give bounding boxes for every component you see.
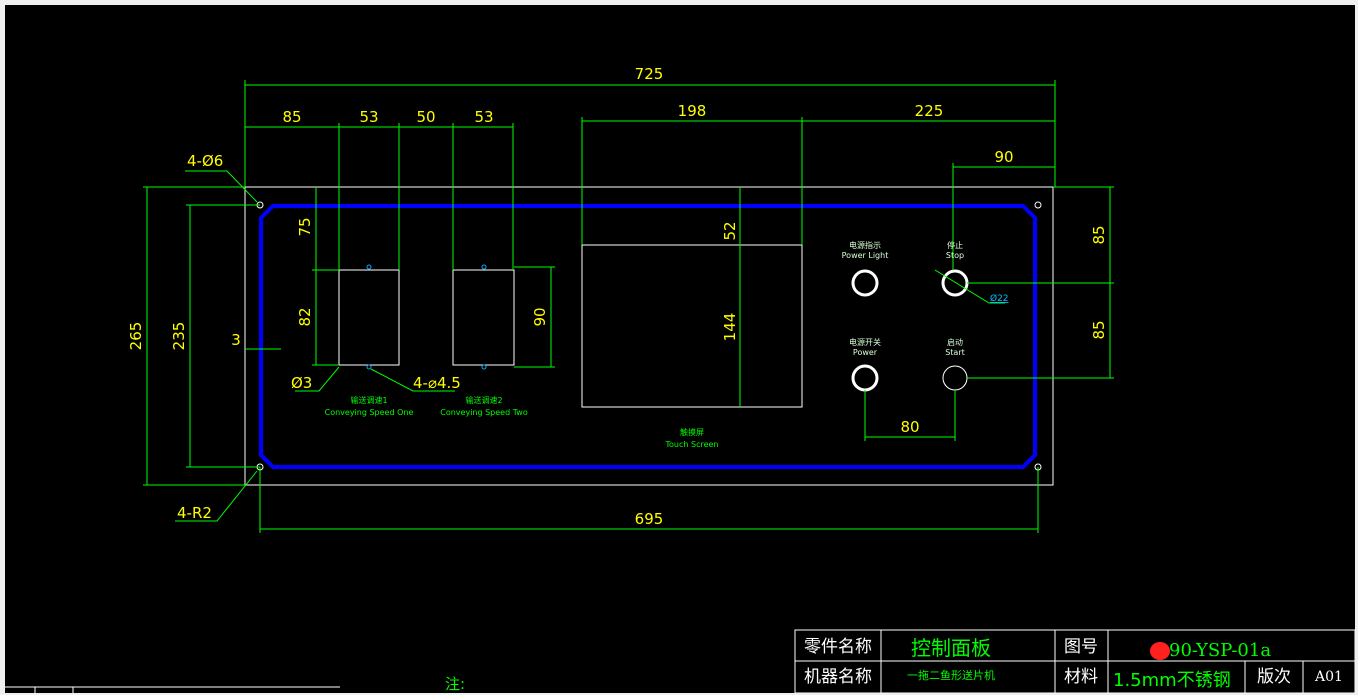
label-power-en: Power (853, 348, 878, 357)
callout-slot-r3: Ø3 (291, 374, 312, 392)
drawing-no-value: 90-YSP-01a (1169, 640, 1271, 661)
power-light-button (851, 269, 879, 297)
label-start-cn: 启动 (947, 337, 963, 347)
label-power-light-en: Power Light (842, 251, 889, 260)
slot-hole (366, 264, 372, 270)
dim-725: 725 (635, 65, 664, 83)
note-label: 注: (445, 675, 465, 693)
title-block (794, 629, 1355, 693)
dim-53-a: 53 (359, 108, 378, 126)
callout-holes-4-5: 4-⌀4.5 (413, 374, 461, 392)
label-stop-cn: 停止 (947, 240, 963, 250)
power-button (851, 364, 879, 392)
leader-slot (295, 366, 340, 392)
slot-hole (481, 264, 487, 270)
label-stop-en: Stop (946, 251, 964, 260)
slot-hole (366, 364, 372, 370)
dim-695: 695 (635, 510, 664, 528)
leader-holes-6 (185, 170, 258, 203)
speed-slot-one (338, 269, 400, 366)
callout-d22: Ø22 (990, 293, 1009, 304)
revision-label: 版次 (1257, 667, 1291, 687)
inner-border (259, 204, 1037, 469)
dim-198: 198 (678, 102, 707, 120)
panel-outline (244, 186, 1054, 486)
label-power-light-cn: 电源指示 (849, 240, 881, 250)
part-name-label: 零件名称 (804, 637, 872, 657)
dim-144: 144 (721, 313, 739, 342)
dim-235: 235 (170, 322, 188, 351)
material-label: 材料 (1064, 667, 1098, 687)
start-button (942, 365, 968, 391)
dim-50: 50 (416, 108, 435, 126)
dim-90-slot: 90 (531, 307, 549, 326)
label-conveying-two-cn: 输送调速2 (465, 395, 502, 405)
leader-4-5 (370, 368, 455, 392)
label-power-cn: 电源开关 (849, 337, 881, 347)
part-name-value: 控制面板 (911, 636, 991, 660)
leader-r2 (175, 470, 258, 522)
label-touch-screen-cn: 触摸屏 (680, 427, 704, 437)
stop-button (941, 269, 969, 297)
dim-85-br: 85 (1090, 320, 1108, 339)
dim-3: 3 (231, 331, 241, 349)
dim-225: 225 (915, 102, 944, 120)
touch-screen-cutout (581, 244, 803, 408)
label-touch-screen-en: Touch Screen (664, 440, 718, 449)
dim-80: 80 (900, 418, 919, 436)
label-conveying-one-cn: 输送调速1 (350, 395, 387, 405)
callout-holes-6: 4-Ø6 (187, 152, 223, 170)
label-conveying-one-en: Conveying Speed One (325, 408, 414, 417)
material-value: 1.5mm不锈钢 (1113, 670, 1231, 691)
redaction-mark (1150, 642, 1170, 660)
dim-90-top: 90 (994, 148, 1013, 166)
dim-85-left: 85 (282, 108, 301, 126)
dim-52: 52 (721, 221, 739, 240)
dim-265: 265 (127, 322, 145, 351)
cad-canvas[interactable]: 725 85 53 50 53 198 225 90 265 235 75 82… (5, 5, 1355, 693)
drawing-svg: 725 85 53 50 53 198 225 90 265 235 75 82… (5, 65, 1355, 693)
leader-d22 (934, 269, 1005, 304)
label-conveying-two-en: Conveying Speed Two (440, 408, 528, 417)
dim-53-b: 53 (474, 108, 493, 126)
drawing-no-label: 图号 (1064, 637, 1098, 657)
dim-85-tr: 85 (1090, 225, 1108, 244)
machine-name-label: 机器名称 (804, 667, 872, 687)
revision-value: A01 (1314, 669, 1343, 685)
dim-75: 75 (296, 217, 314, 236)
speed-slot-two (452, 269, 515, 366)
callout-r2: 4-R2 (177, 504, 212, 522)
machine-name-value: 一拖二鱼形送片机 (907, 668, 995, 682)
label-start-en: Start (945, 348, 965, 357)
mount-hole-tr (1034, 201, 1042, 209)
dim-82: 82 (296, 307, 314, 326)
slot-hole (481, 364, 487, 370)
